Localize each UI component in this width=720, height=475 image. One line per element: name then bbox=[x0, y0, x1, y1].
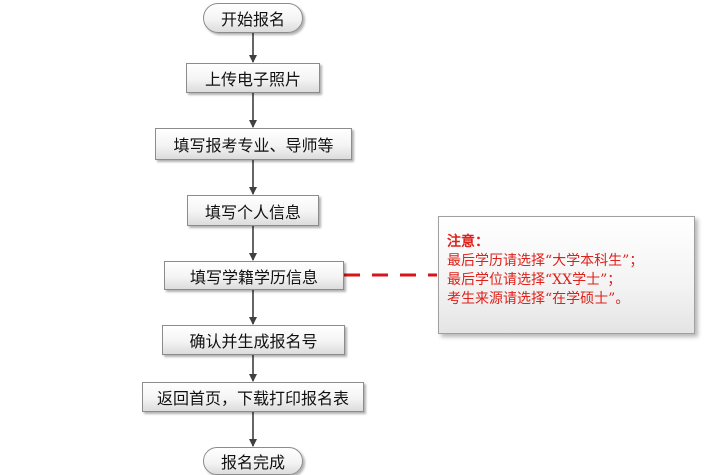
start-label: 开始报名 bbox=[220, 10, 285, 29]
step-confirm-generate-number-label: 确认并生成报名号 bbox=[189, 332, 318, 351]
step-fill-academic-info: 填写学籍学历信息 bbox=[164, 261, 344, 290]
step-download-print-form-label: 返回首页，下载打印报名表 bbox=[156, 389, 349, 408]
step-fill-academic-info-label: 填写学籍学历信息 bbox=[189, 267, 318, 287]
start-node: 开始报名 bbox=[203, 3, 303, 33]
attention-note: 注意： 最后学历请选择“大学本科生”； 最后学位请选择“XX学士”； 考生来源请… bbox=[438, 216, 695, 334]
step-fill-major-advisor-label: 填写报考专业、导师等 bbox=[173, 136, 334, 155]
step-fill-major-advisor: 填写报考专业、导师等 bbox=[155, 128, 352, 160]
step-fill-personal-info-label: 填写个人信息 bbox=[204, 202, 301, 222]
step-download-print-form: 返回首页，下载打印报名表 bbox=[142, 382, 364, 412]
note-line-highest-degree: 最后学历请选择“大学本科生”； bbox=[447, 253, 644, 269]
end-node: 报名完成 bbox=[203, 447, 303, 475]
end-label: 报名完成 bbox=[220, 453, 285, 472]
step-upload-photo-label: 上传电子照片 bbox=[204, 70, 301, 89]
note-line-candidate-source: 考生来源请选择“在学硕士”。 bbox=[447, 291, 630, 307]
note-line-highest-diploma: 最后学位请选择“XX学士”； bbox=[447, 272, 622, 288]
note-title: 注意： bbox=[447, 234, 489, 250]
step-confirm-generate-number: 确认并生成报名号 bbox=[162, 325, 345, 355]
step-fill-personal-info: 填写个人信息 bbox=[187, 195, 319, 226]
step-upload-photo: 上传电子照片 bbox=[186, 63, 320, 93]
